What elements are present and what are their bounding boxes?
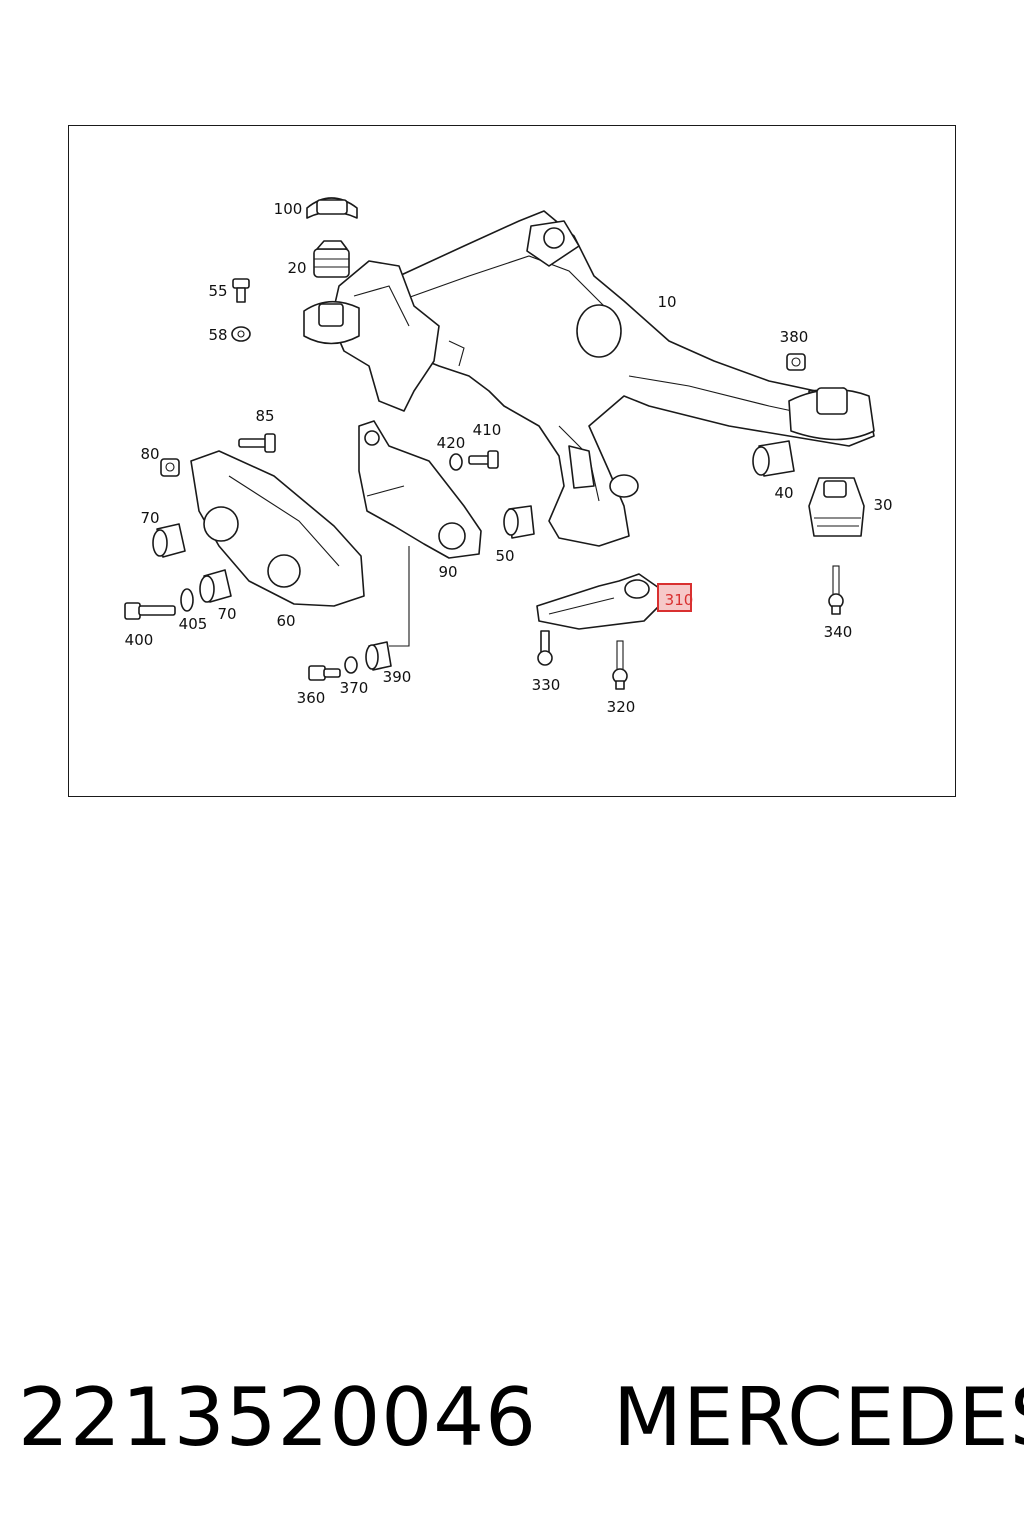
callout-label[interactable]: 80 — [140, 445, 159, 463]
bushing-40[interactable] — [752, 440, 795, 477]
callout-highlight-box — [657, 583, 692, 612]
nut-380[interactable] — [786, 353, 806, 371]
callout-label[interactable]: 400 — [125, 631, 154, 649]
washer-370[interactable] — [344, 656, 358, 674]
callout-label[interactable]: 10 — [657, 293, 676, 311]
callout-label[interactable]: 60 — [276, 612, 295, 630]
parts-diagram: 100 20 55 58 10 380 85 420 410 80 70 70 … — [68, 125, 956, 797]
callout-label[interactable]: 50 — [495, 547, 514, 565]
subframe-mount-right[interactable] — [788, 387, 875, 441]
bushing-70-upper[interactable] — [152, 523, 186, 558]
callout-label[interactable]: 360 — [297, 689, 326, 707]
mount-cap-100[interactable] — [306, 197, 358, 219]
nut-58[interactable] — [231, 326, 251, 342]
bolt-360[interactable] — [308, 665, 341, 681]
callout-label[interactable]: 390 — [383, 668, 412, 686]
washer-405[interactable] — [180, 588, 194, 612]
callout-label[interactable]: 70 — [140, 509, 159, 527]
rubber-mount-30[interactable] — [808, 477, 865, 537]
nut-420[interactable] — [449, 453, 463, 471]
callout-label[interactable]: 70 — [217, 605, 236, 623]
bushing-50[interactable] — [503, 505, 535, 539]
bolt-410[interactable] — [468, 450, 499, 469]
bushing-70-lower[interactable] — [199, 569, 232, 603]
callout-label[interactable]: 405 — [179, 615, 208, 633]
subframe-mount-left[interactable] — [303, 300, 360, 345]
differential-cover-60[interactable] — [190, 450, 365, 607]
bushing-390[interactable] — [365, 641, 392, 671]
callout-label[interactable]: 340 — [824, 623, 853, 641]
side-bracket-part[interactable] — [330, 260, 465, 412]
callout-label[interactable]: 90 — [438, 563, 457, 581]
callout-label-highlighted[interactable]: 310 — [665, 591, 694, 609]
callout-label[interactable]: 100 — [274, 200, 303, 218]
bolt-55[interactable] — [232, 278, 250, 303]
bolt-340[interactable] — [828, 565, 844, 615]
bolt-330[interactable] — [537, 630, 553, 666]
rubber-mount-20[interactable] — [313, 240, 350, 278]
callout-label[interactable]: 410 — [473, 421, 502, 439]
callout-label[interactable]: 58 — [208, 326, 227, 344]
callout-label[interactable]: 320 — [607, 698, 636, 716]
brand-name: MERCEDES — [612, 1371, 1024, 1464]
callout-label[interactable]: 55 — [208, 282, 227, 300]
bolt-85[interactable] — [238, 433, 276, 453]
bolt-320[interactable] — [612, 640, 628, 690]
callout-label[interactable]: 370 — [340, 679, 369, 697]
bracket-90[interactable] — [358, 420, 482, 559]
callout-label[interactable]: 40 — [774, 484, 793, 502]
nut-80[interactable] — [160, 458, 180, 477]
part-number: 2213520046 — [18, 1371, 537, 1464]
exploded-view-drawing: 100 20 55 58 10 380 85 420 410 80 70 70 … — [124, 197, 893, 716]
leader-line-390 — [389, 546, 410, 647]
callout-label[interactable]: 30 — [873, 496, 892, 514]
callout-label[interactable]: 380 — [780, 328, 809, 346]
callout-label[interactable]: 420 — [437, 434, 466, 452]
support-bracket-310[interactable] — [536, 573, 662, 630]
callout-label[interactable]: 330 — [532, 676, 561, 694]
bolt-400[interactable] — [124, 602, 176, 620]
product-caption: 2213520046 MERCEDES — [18, 1358, 1024, 1478]
callout-labels: 100 20 55 58 10 380 85 420 410 80 70 70 … — [125, 200, 893, 716]
callout-label[interactable]: 20 — [287, 259, 306, 277]
callout-label[interactable]: 85 — [255, 407, 274, 425]
